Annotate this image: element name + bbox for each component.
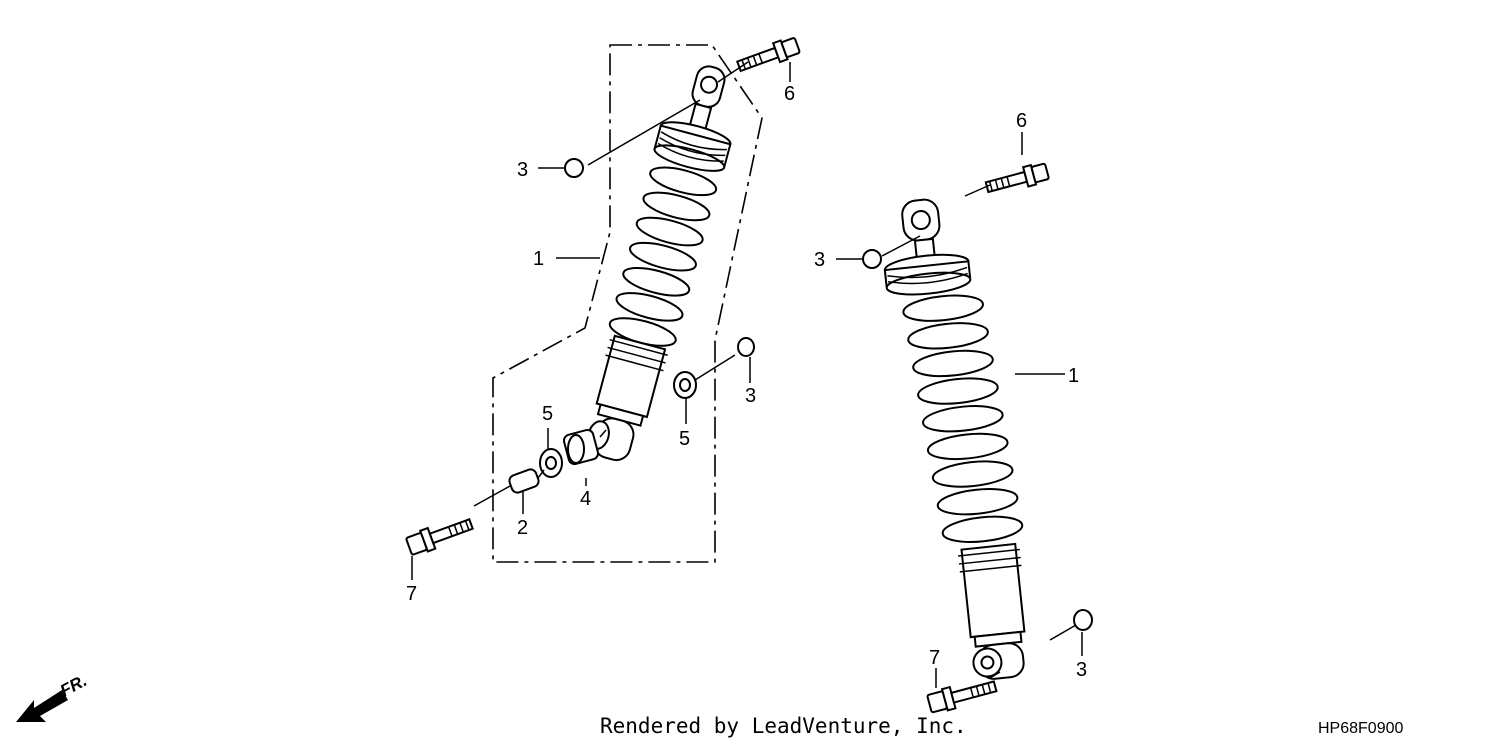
bolt-6-left	[735, 37, 801, 73]
mounting-axis-lines-right	[881, 184, 1077, 679]
bolt-7-left	[405, 518, 474, 556]
callout-right-3-upper: 3	[814, 249, 825, 271]
callout-right-7: 7	[929, 647, 940, 669]
shock-absorber-left	[587, 65, 732, 462]
left-shock-assembly	[405, 37, 801, 580]
footer-credit: Rendered by LeadVenture, Inc.	[600, 714, 967, 738]
spacer-2	[508, 468, 540, 494]
bolt-7-right	[926, 680, 998, 714]
callout-left-7: 7	[406, 583, 417, 605]
nut-3-upper	[564, 158, 584, 178]
callout-left-5-b: 5	[679, 428, 690, 450]
coil-spring-right	[902, 294, 1024, 543]
nut-3-right-upper	[862, 249, 882, 269]
leader-lines-right	[836, 132, 1083, 688]
nut-3-right-lower	[1073, 609, 1093, 631]
front-arrow-icon	[16, 690, 68, 722]
collar-5-right	[673, 371, 697, 399]
bolt-6-right	[984, 162, 1050, 194]
right-shock-assembly	[836, 132, 1093, 714]
callout-left-3-lower: 3	[745, 385, 756, 407]
callout-right-1: 1	[1068, 365, 1079, 387]
bearing-4	[562, 428, 600, 466]
front-direction-indicator: FR.	[16, 671, 90, 722]
callout-right-3-lower: 3	[1076, 659, 1087, 681]
callout-left-6: 6	[784, 83, 795, 105]
assembly-boundary	[492, 44, 763, 563]
callout-left-2: 2	[517, 517, 528, 539]
nut-3-lower	[737, 337, 755, 357]
callout-left-1: 1	[533, 248, 544, 270]
shock-absorber-right	[883, 198, 1026, 680]
callout-left-3-upper: 3	[517, 159, 528, 181]
callout-right-6: 6	[1016, 110, 1027, 132]
callout-left-4: 4	[580, 488, 591, 510]
leader-lines-left	[411, 62, 791, 580]
coil-spring-left	[608, 166, 718, 347]
diagram-code: HP68F0900	[1318, 720, 1404, 737]
collar-5-left	[539, 448, 563, 478]
mounting-axis-lines	[473, 61, 749, 507]
callout-left-5-a: 5	[542, 403, 553, 425]
